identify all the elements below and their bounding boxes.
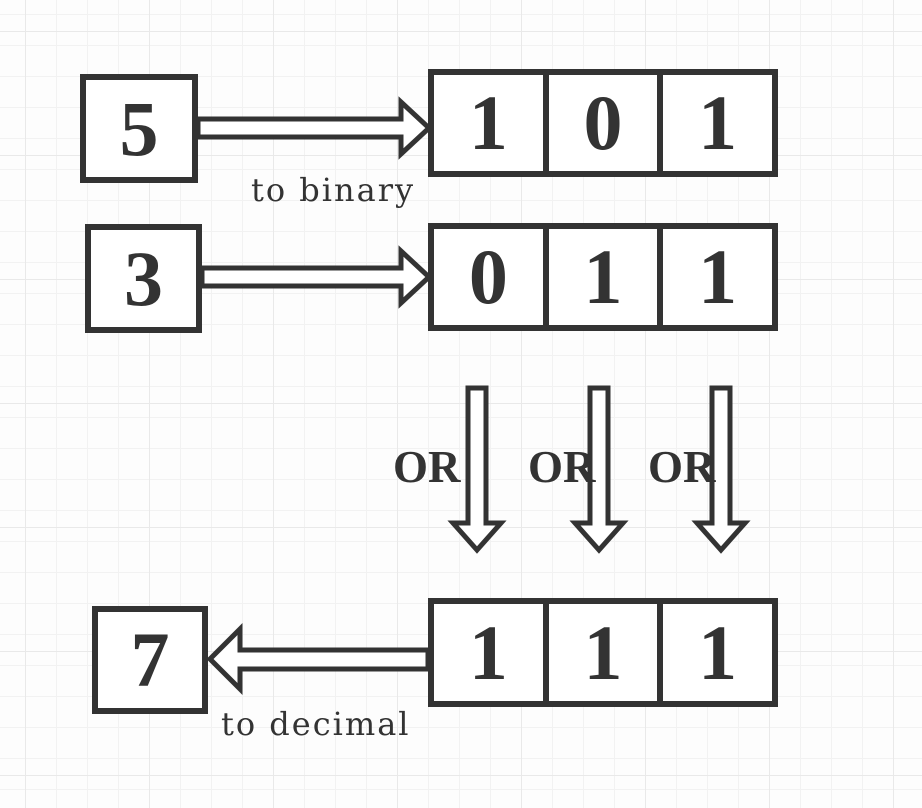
- or-down-arrow-3: [691, 385, 751, 554]
- or-operator-label-1: OR: [393, 442, 461, 492]
- or-operator-label-3: OR: [648, 442, 716, 492]
- binary-result-row: 1 1 1: [428, 598, 778, 707]
- bit-cell: 1: [468, 79, 508, 166]
- bit-cell: 1: [468, 608, 508, 696]
- bit-cell: 0: [468, 233, 508, 320]
- bit-cell: 1: [657, 229, 772, 325]
- to-binary-label: to binary: [251, 171, 416, 209]
- bit-cell: 1: [657, 604, 772, 701]
- arrow-3-to-binary: [199, 245, 433, 309]
- or-down-arrow-1: [447, 385, 507, 554]
- binary-row-of-5: 1 0 1: [428, 69, 778, 177]
- decimal-input-3-box: 3: [85, 224, 202, 333]
- or-operator-label-2: OR: [528, 442, 596, 492]
- or-down-arrow-2: [569, 385, 629, 554]
- arrow-5-to-binary: [195, 96, 433, 160]
- binary-row-of-3: 0 1 1: [428, 223, 778, 331]
- bit-cell: 1: [542, 604, 658, 701]
- arrow-to-decimal: [206, 622, 431, 696]
- decimal-result-7-box: 7: [92, 606, 208, 714]
- bit-cell: 1: [542, 229, 658, 325]
- bit-cell: 0: [542, 75, 658, 171]
- decimal-input-5-box: 5: [80, 74, 198, 183]
- to-decimal-label: to decimal: [221, 705, 411, 743]
- bit-cell: 1: [657, 75, 772, 171]
